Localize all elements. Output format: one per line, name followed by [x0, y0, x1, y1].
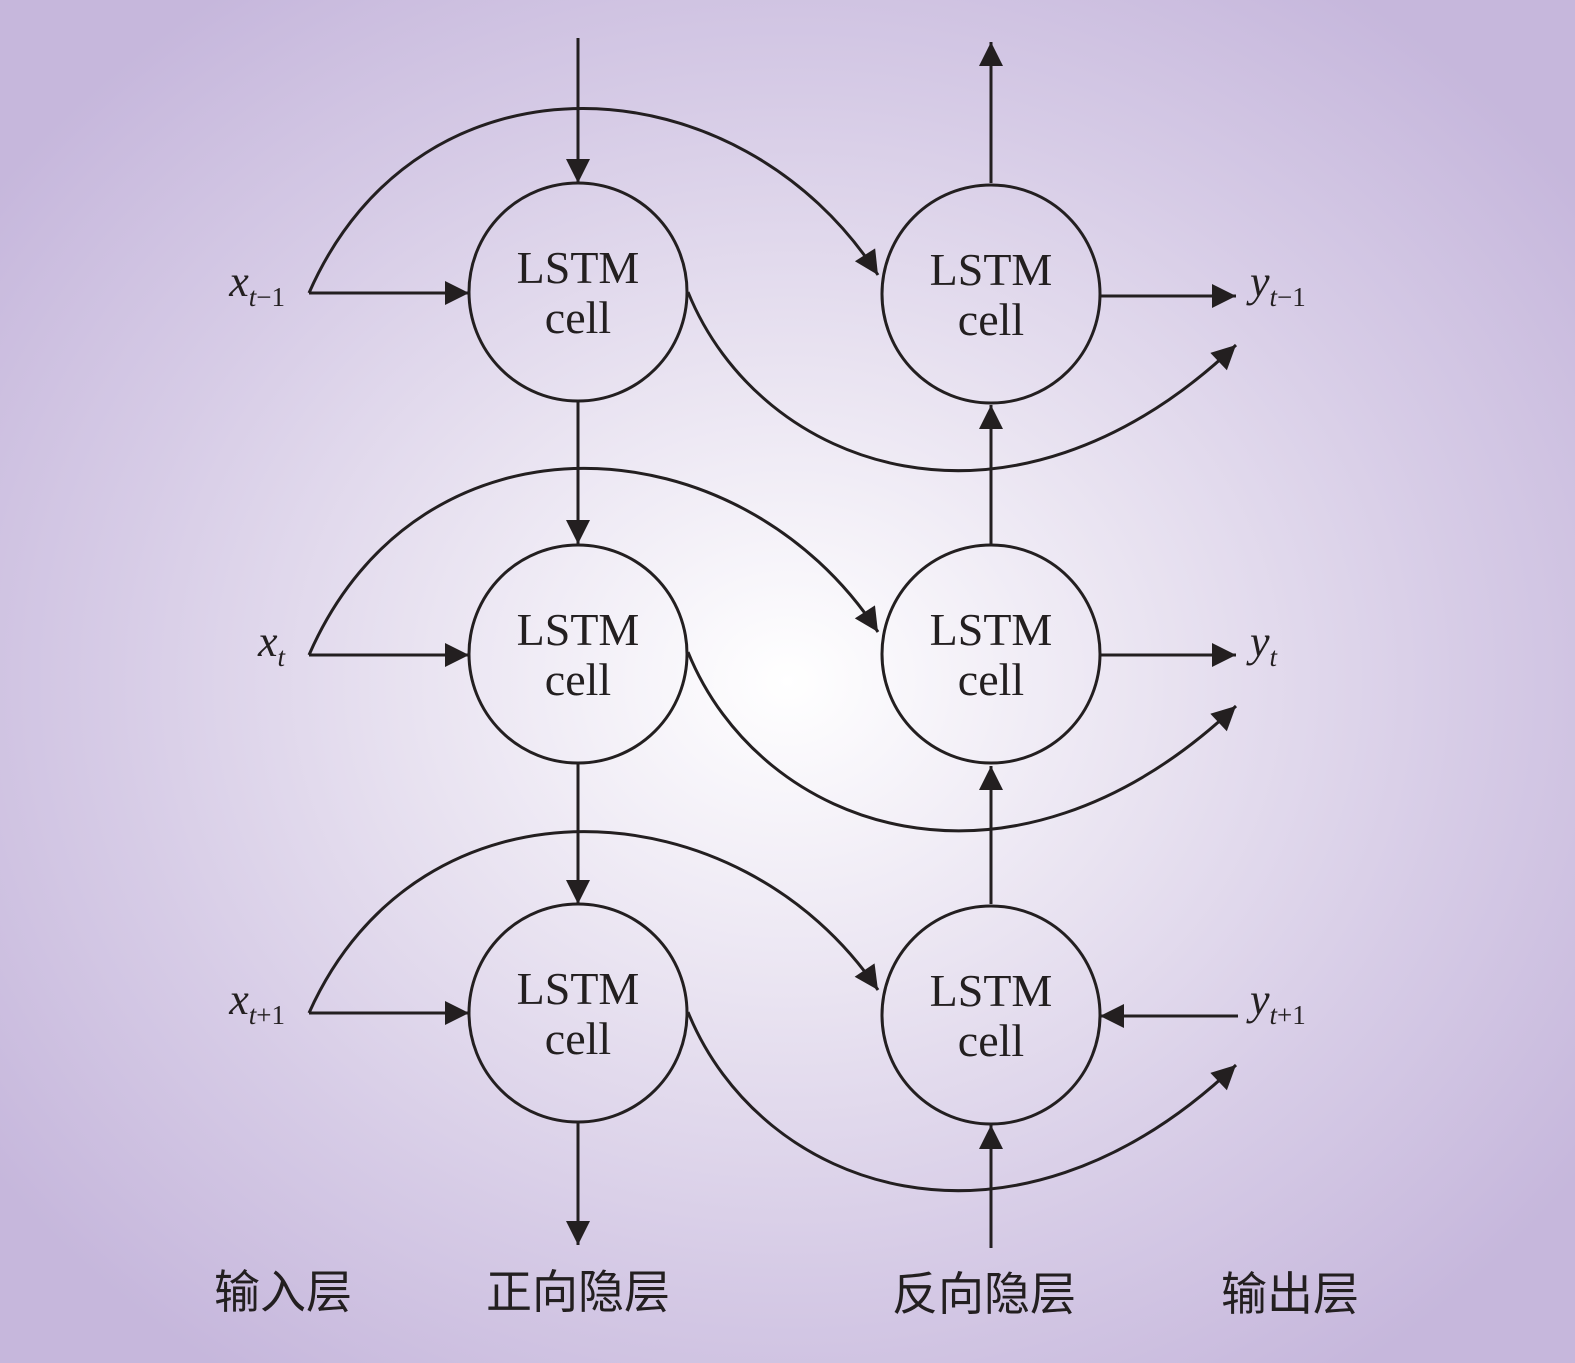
output-label-t-minus-1: yt−1 — [1246, 257, 1306, 312]
backward-cell-1-label-line1: LSTM — [930, 244, 1053, 295]
input-label-t: xt — [257, 617, 287, 672]
forward-cell-2 — [467, 543, 689, 765]
input-arc-to-backward-1 — [307, 107, 880, 294]
forward-1-arc-to-output — [686, 291, 1238, 472]
backward-cell-2-label-line2: cell — [958, 654, 1024, 705]
input-arc-to-backward-2 — [307, 466, 880, 656]
backward-cell-1-label-line2: cell — [958, 294, 1024, 345]
forward-cell-1 — [467, 181, 689, 403]
forward-cell-3 — [467, 902, 689, 1124]
backward-cell-2 — [880, 543, 1102, 765]
forward-cell-3-label-line2: cell — [545, 1013, 611, 1064]
forward-cell-1-label-line1: LSTM — [517, 242, 640, 293]
layer-label-output: 输出层 — [1221, 1267, 1359, 1321]
layer-label-input: 输入层 — [214, 1265, 352, 1319]
backward-cell-3 — [880, 904, 1102, 1126]
input-arc-to-backward-3 — [307, 830, 880, 1014]
input-label-t-minus-1: xt−1 — [228, 257, 285, 312]
layer-label-forward: 正向隐层 — [486, 1265, 670, 1319]
backward-cell-3-label-line1: LSTM — [930, 965, 1053, 1016]
forward-2-arc-to-output — [686, 651, 1238, 833]
forward-cell-2-label-line1: LSTM — [517, 604, 640, 655]
forward-cell-2-label-line2: cell — [545, 654, 611, 705]
forward-3-arc-to-output — [686, 1011, 1238, 1192]
backward-cell-1 — [880, 183, 1102, 405]
layer-label-backward: 反向隐层 — [892, 1267, 1076, 1321]
forward-cell-1-label-line2: cell — [545, 292, 611, 343]
output-label-t: yt — [1246, 617, 1279, 672]
input-label-t-plus-1: xt+1 — [228, 975, 285, 1030]
output-label-t-plus-1: yt+1 — [1246, 975, 1306, 1030]
backward-cell-3-label-line2: cell — [958, 1015, 1024, 1066]
backward-cell-2-label-line1: LSTM — [930, 604, 1053, 655]
forward-cell-3-label-line1: LSTM — [517, 963, 640, 1014]
